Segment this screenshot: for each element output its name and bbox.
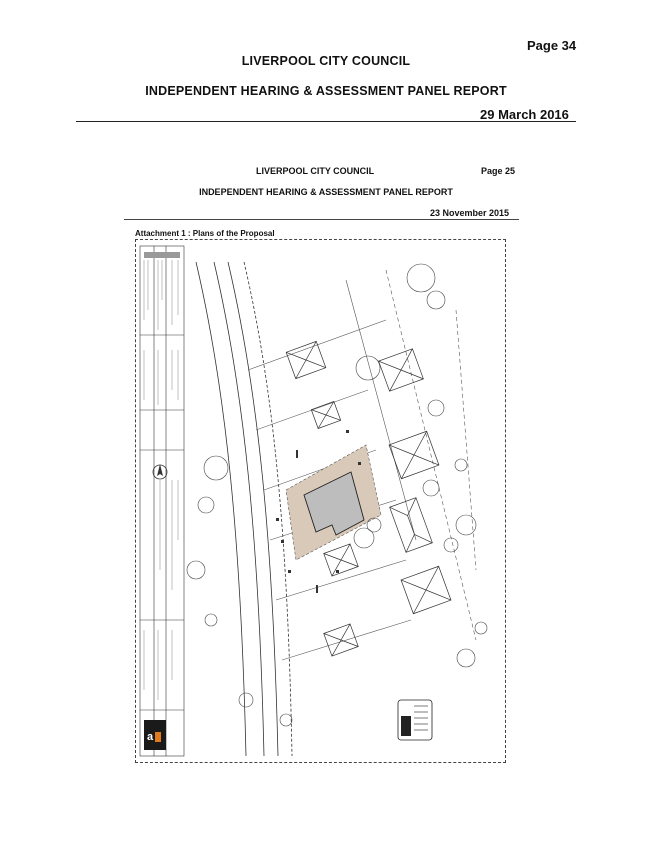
- outer-page-number: Page 34: [527, 38, 577, 53]
- outer-header-rule: [76, 121, 576, 122]
- logo-icon: a: [144, 720, 166, 750]
- outer-council-name: LIVERPOOL CITY COUNCIL: [241, 54, 411, 68]
- proposed-building: [303, 471, 365, 536]
- site-plan-drawing: a: [139, 245, 488, 757]
- stamp-icon: [397, 699, 433, 741]
- road: [195, 261, 293, 757]
- inner-header-rule: [124, 219, 519, 220]
- inner-report-title: INDEPENDENT HEARING & ASSESSMENT PANEL R…: [199, 187, 453, 197]
- plan-annotations: [276, 430, 361, 593]
- outer-report-date: 29 March 2016: [480, 107, 569, 122]
- neighbour-houses: [285, 340, 452, 657]
- north-arrow-icon: [152, 464, 168, 480]
- site-plan-frame: [135, 239, 506, 763]
- attachment-caption: Attachment 1 : Plans of the Proposal: [135, 229, 275, 238]
- inner-page-number: Page 25: [481, 166, 516, 176]
- svg-text:a: a: [147, 731, 154, 743]
- outer-report-title: INDEPENDENT HEARING & ASSESSMENT PANEL R…: [145, 84, 507, 98]
- inner-council-name: LIVERPOOL CITY COUNCIL: [256, 166, 375, 176]
- title-block: [139, 245, 185, 757]
- inner-report-date: 23 November 2015: [430, 208, 510, 218]
- trees: [186, 263, 488, 727]
